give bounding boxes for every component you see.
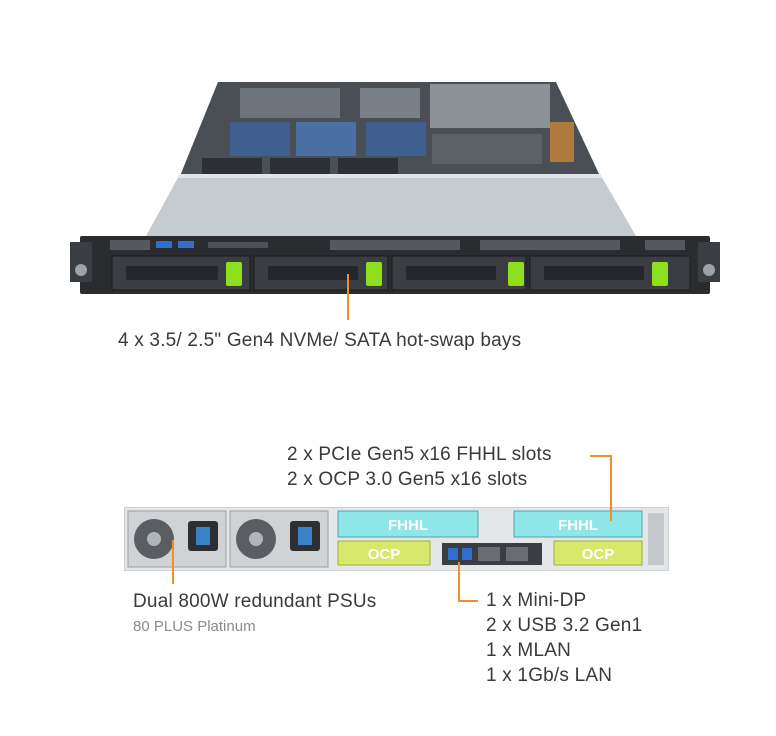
psu-callout-line xyxy=(172,540,174,584)
bays-callout-line xyxy=(347,274,349,320)
fhhl-slot-label: FHHL xyxy=(558,517,598,534)
pcie-label-1: 2 x PCIe Gen5 x16 FHHL slots xyxy=(287,444,552,465)
ocp-slot-label: OCP xyxy=(582,546,615,563)
ocp-slot-label: OCP xyxy=(368,546,401,563)
io-label-3: 1 x MLAN xyxy=(486,640,572,661)
pcie-label-2: 2 x OCP 3.0 Gen5 x16 slots xyxy=(287,469,528,490)
io-callout-line-h xyxy=(458,600,478,602)
server-rear-image: FHHL FHHL OCP OCP xyxy=(124,507,669,571)
psu-efficiency-label: 80 PLUS Platinum xyxy=(133,618,256,635)
io-label-4: 1 x 1Gb/s LAN xyxy=(486,665,613,686)
pcie-callout-line-v xyxy=(610,455,612,521)
fhhl-slot-label: FHHL xyxy=(388,517,428,534)
io-label-2: 2 x USB 3.2 Gen1 xyxy=(486,615,643,636)
io-callout-line-v xyxy=(458,562,460,602)
server-front-image xyxy=(70,82,720,294)
psu-label: Dual 800W redundant PSUs xyxy=(133,591,377,612)
bays-label: 4 x 3.5/ 2.5" Gen4 NVMe/ SATA hot-swap b… xyxy=(118,330,522,351)
io-label-1: 1 x Mini-DP xyxy=(486,590,587,611)
pcie-callout-line-h xyxy=(590,455,612,457)
